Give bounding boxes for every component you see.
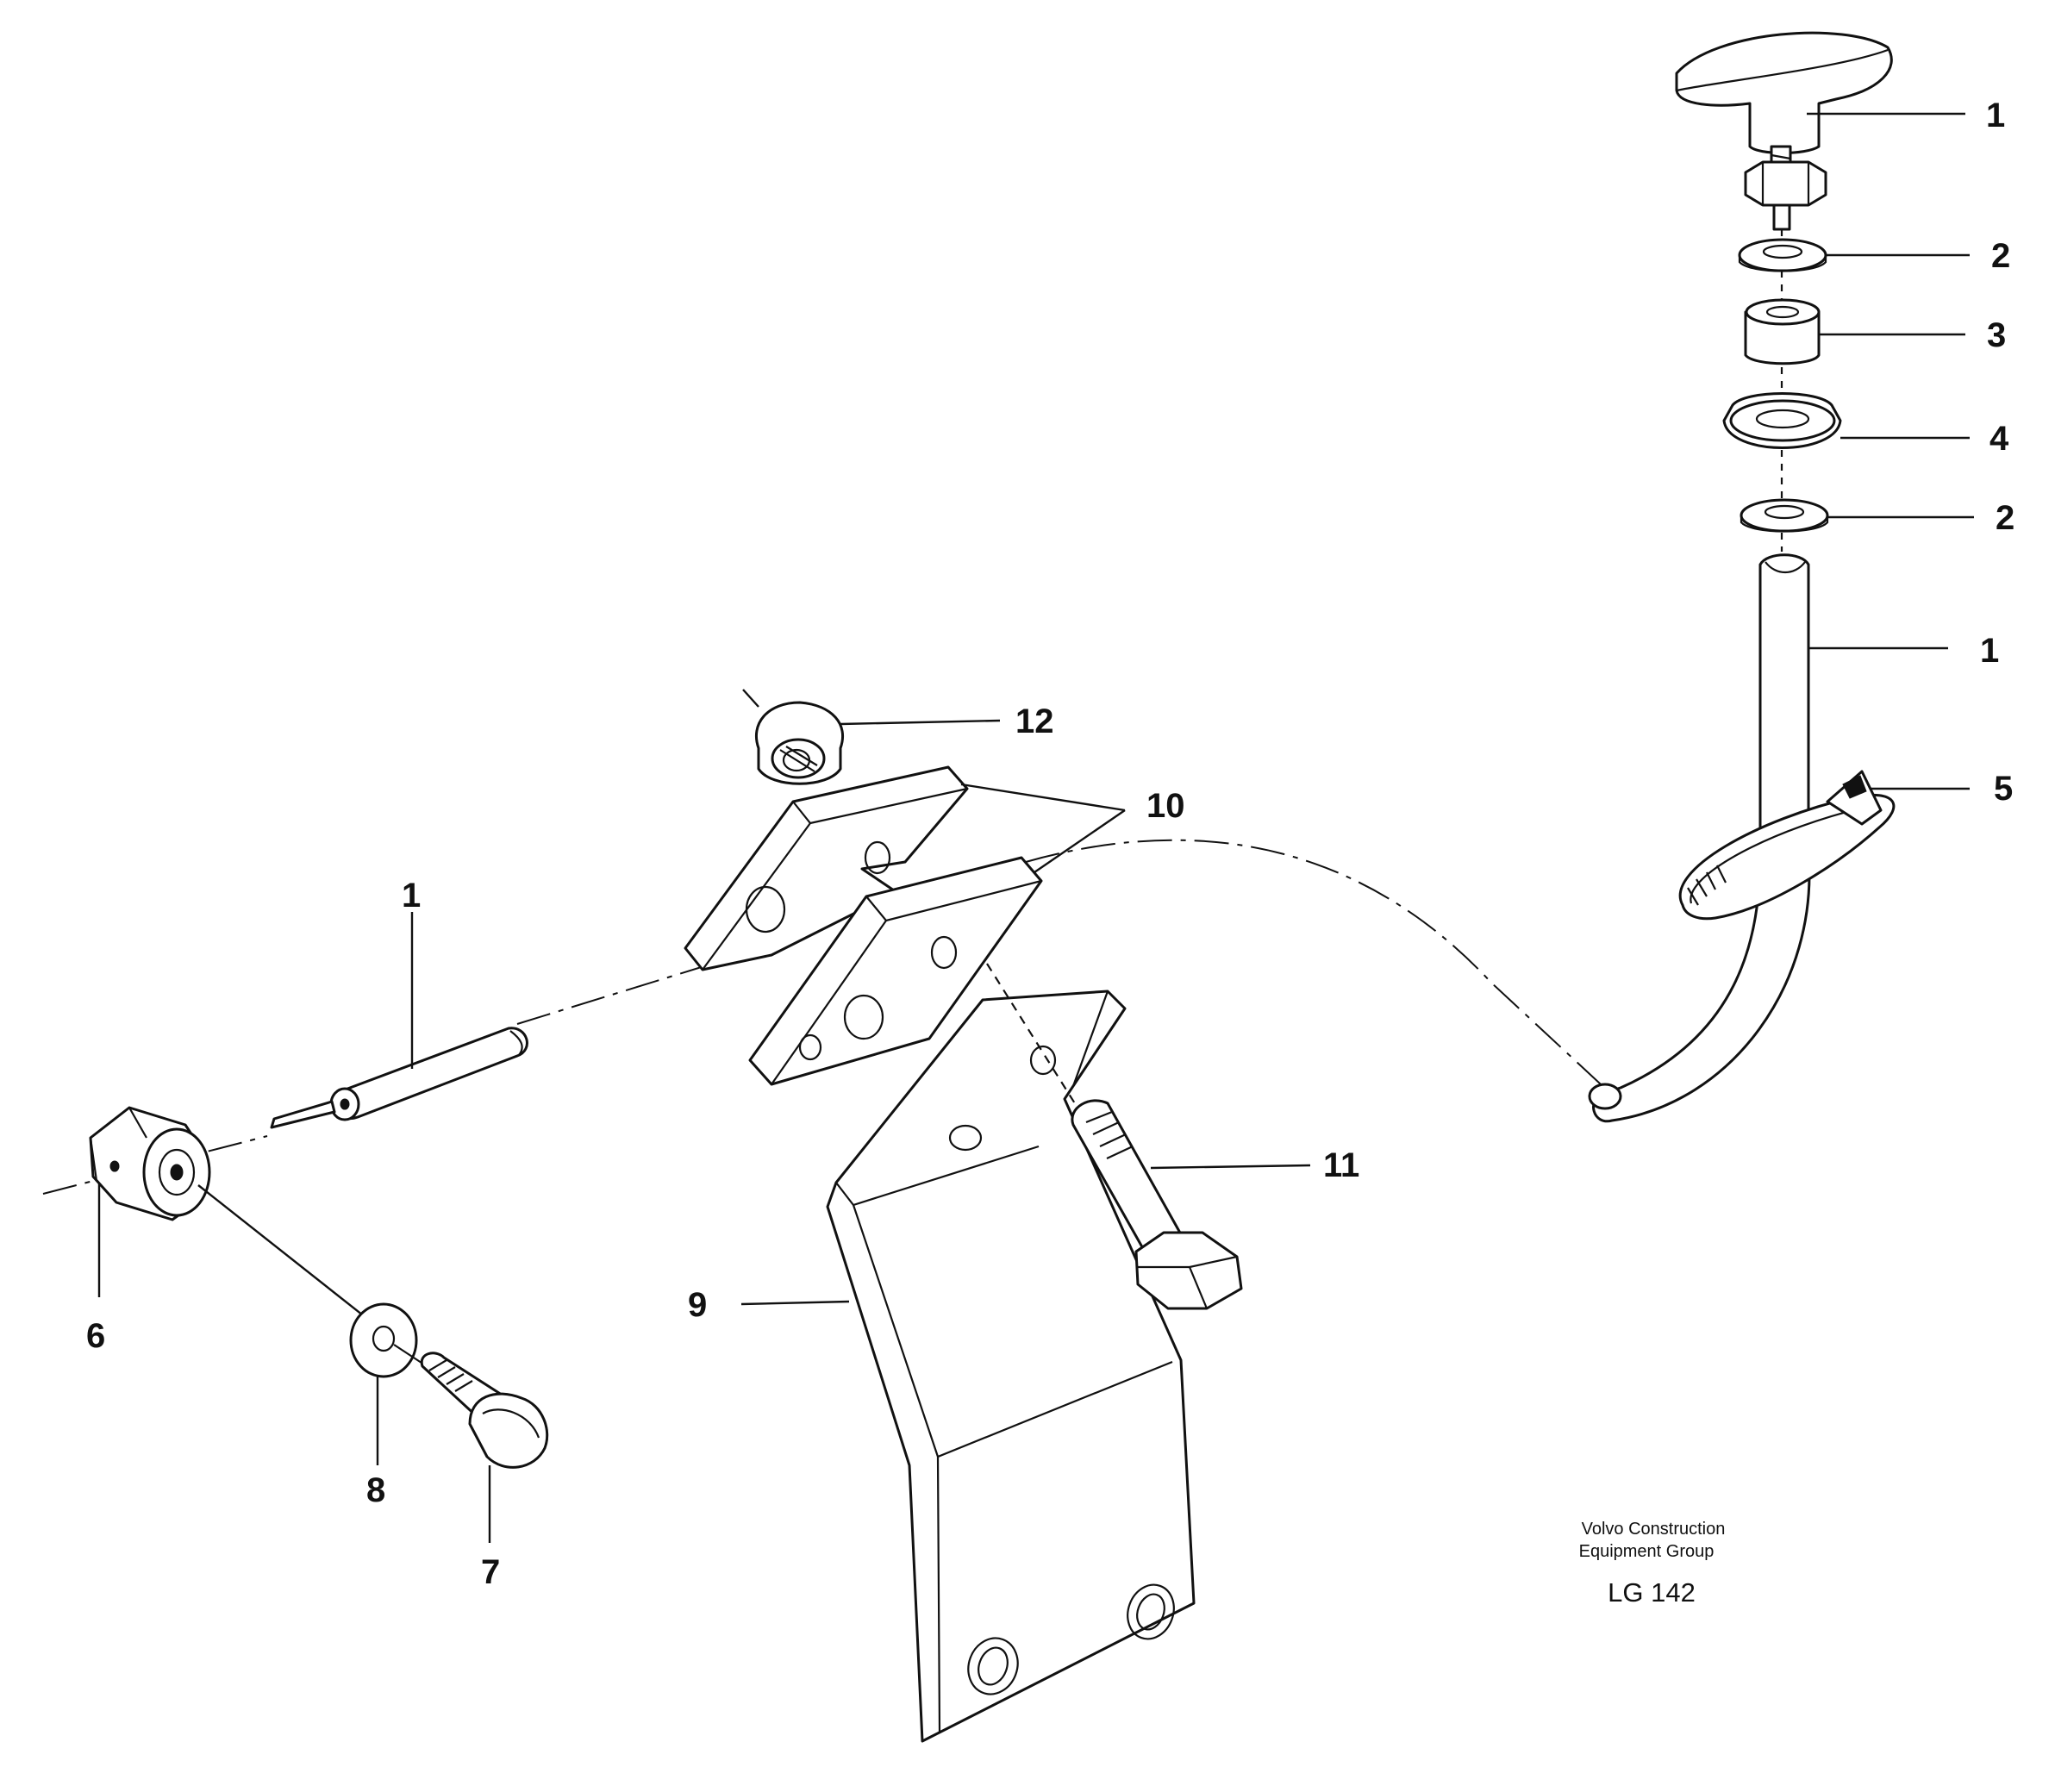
caption-drawing-code: LG 142 — [1608, 1577, 1696, 1608]
hex-screw — [986, 963, 1243, 1310]
callout-grommet: 4 — [1989, 420, 2009, 458]
caption-company-line1: Volvo Construction — [1582, 1520, 1726, 1539]
caption-company-line2: Equipment Group — [1579, 1542, 1715, 1561]
flat-washer — [349, 1302, 418, 1378]
clamp-half-lower — [748, 856, 1043, 1086]
mounting-bracket — [826, 990, 1196, 1743]
rubber-grommet — [1722, 392, 1842, 449]
hex-bolt — [420, 1352, 549, 1469]
callout-nut: 12 — [1015, 702, 1054, 740]
lock-nut — [755, 701, 845, 785]
callout-bolt: 7 — [481, 1553, 500, 1591]
washer-lower — [1740, 498, 1829, 533]
callout-washer: 8 — [366, 1471, 385, 1509]
control-cable-left — [270, 1027, 528, 1129]
callout-cable-left: 1 — [402, 877, 421, 915]
t-handle-knob — [1675, 31, 1893, 231]
callout-connector: 6 — [86, 1317, 105, 1355]
callout-washer-upper: 2 — [1991, 237, 2010, 275]
spacer-sleeve — [1744, 298, 1821, 365]
control-cable-right — [1588, 553, 1811, 1123]
callout-clamp-halves: 10 — [1146, 787, 1185, 825]
callout-spacer: 3 — [1987, 316, 2006, 354]
clamp-half-upper — [684, 765, 969, 971]
cable-connector — [89, 1106, 211, 1221]
callout-washer-lower: 2 — [1996, 499, 2014, 537]
callout-cable-tie: 5 — [1994, 770, 2013, 808]
callout-screw: 11 — [1323, 1146, 1359, 1184]
cable-tie — [1678, 770, 1896, 921]
callout-cable-right: 1 — [1980, 632, 1999, 670]
callout-bracket: 9 — [688, 1286, 707, 1324]
callout-knob: 1 — [1986, 97, 2005, 134]
washer-upper — [1738, 238, 1827, 272]
